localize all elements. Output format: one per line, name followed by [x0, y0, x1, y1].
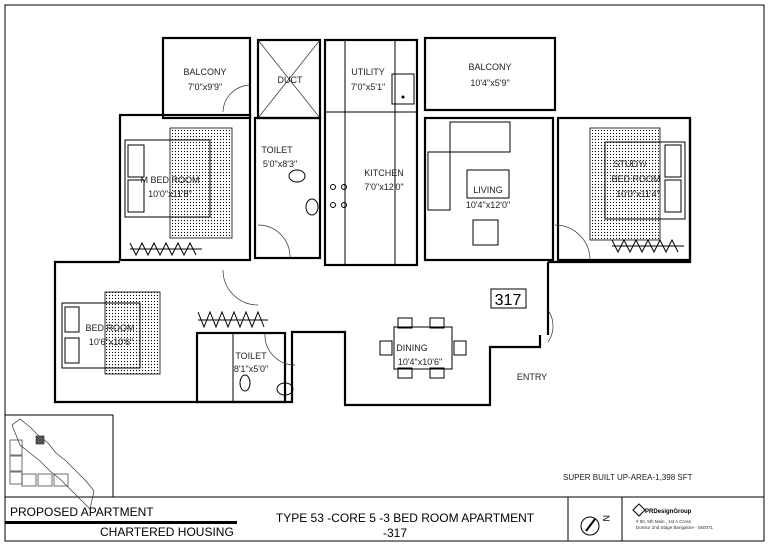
- balcony-left: [161, 36, 252, 120]
- room-label: KITCHEN: [364, 168, 404, 178]
- project-title: PROPOSED APARTMENT: [10, 505, 154, 519]
- room-label: LIVING: [473, 185, 503, 195]
- room-size: 10'4"x12'0": [466, 200, 510, 210]
- room-size: 10'4"x5'9": [470, 78, 509, 88]
- wardrobe: [197, 310, 268, 329]
- room-label: M BED ROOM: [140, 175, 199, 185]
- unit-number-box: [490, 288, 527, 309]
- room-label: BALCONY: [468, 62, 511, 72]
- room-size: 10'0"x11'4": [616, 189, 660, 199]
- room-size: 7'0"x5'1": [351, 82, 385, 92]
- room-label: DINING: [396, 343, 428, 353]
- svg-text:N: N: [601, 515, 611, 522]
- room-size: 5'0"x8'3": [263, 159, 297, 169]
- room-label: ENTRY: [517, 372, 547, 382]
- toilet-2: [195, 331, 287, 404]
- master-bedroom: [118, 113, 252, 262]
- room-size: 7'0"x12'0": [364, 182, 403, 192]
- room-label: BED ROOM: [611, 174, 660, 184]
- room-size: 7'0"x9'9": [188, 82, 222, 92]
- room-size: 10'6"x10'6": [89, 337, 133, 347]
- drawing-number: -317: [383, 526, 407, 540]
- room-label: TOILET: [261, 145, 293, 155]
- doors: [222, 84, 591, 366]
- room-label: UTILITY: [351, 67, 385, 77]
- room-label: TOILET: [235, 351, 267, 361]
- firm-address: # 80, 5th Main , 1st A Cross: [636, 519, 692, 524]
- unit-number: 317: [495, 292, 522, 309]
- svg-text:PRDesignGroup: PRDesignGroup: [645, 509, 692, 515]
- key-plan-box: [4, 414, 114, 498]
- outer-wall-lower: [53, 118, 692, 407]
- north-arrow-icon: N: [580, 515, 611, 536]
- area-note: SUPER BUILT UP-AREA-1,398 SFT: [563, 473, 693, 482]
- furniture: [61, 73, 686, 396]
- room-size: 8'1"x5'0": [234, 364, 268, 374]
- wardrobe: [611, 238, 684, 254]
- walls: [53, 36, 692, 407]
- wardrobe: [129, 241, 202, 257]
- sheet-border: [4, 4, 765, 542]
- room-size: 10'4"x10'6": [398, 357, 442, 367]
- room-label: DUCT: [278, 75, 303, 85]
- room-label: BED ROOM: [85, 323, 134, 333]
- firm-address: Domlur 2nd Stage Bangalore - 560071: [636, 525, 714, 530]
- client-name: CHARTERED HOUSING: [100, 525, 234, 539]
- balcony-right: [423, 36, 557, 112]
- key-plan: [9, 418, 95, 510]
- drawing-title: TYPE 53 -CORE 5 -3 BED ROOM APARTMENT: [276, 511, 535, 525]
- toilet-1: [253, 116, 322, 260]
- firm-logo: PRDesignGroup # 80, 5th Main , 1st A Cro…: [632, 503, 714, 530]
- living-room: [423, 116, 555, 262]
- room-label: STUDY/: [613, 159, 647, 169]
- room-size: 10'0"x11'8": [148, 189, 192, 199]
- room-label: BALCONY: [183, 67, 226, 77]
